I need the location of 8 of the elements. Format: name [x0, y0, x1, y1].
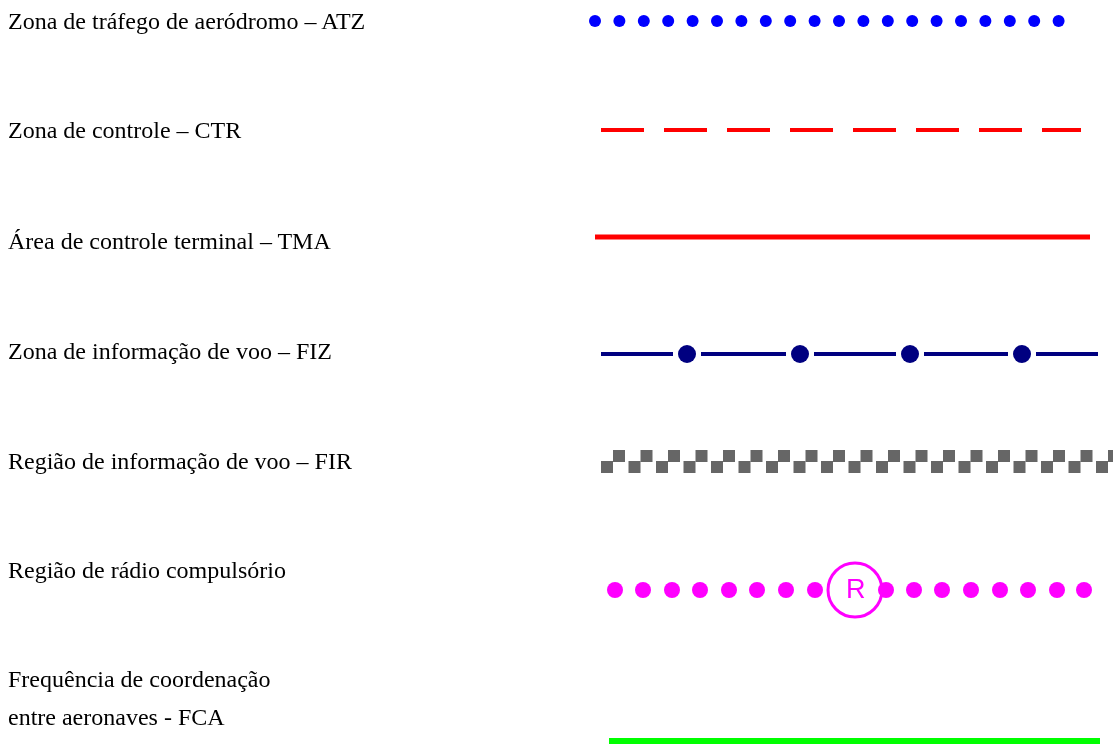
- legend-text: Zona de informação de voo – FIZ: [8, 337, 332, 366]
- legend-text: Zona de tráfego de aeródromo – ATZ: [8, 7, 366, 36]
- legend-text: Região de rádio compulsório: [8, 556, 286, 585]
- legend-text: Zona de controle – CTR: [8, 116, 242, 145]
- r-symbol-letter: R: [846, 574, 866, 604]
- legend-text: Área de controle terminal – TMA: [8, 227, 331, 256]
- legend-text: Frequência de coordenação entre aeronaves - FCA: [8, 665, 272, 732]
- legend-text: Região de informação de voo – FIR: [8, 447, 352, 476]
